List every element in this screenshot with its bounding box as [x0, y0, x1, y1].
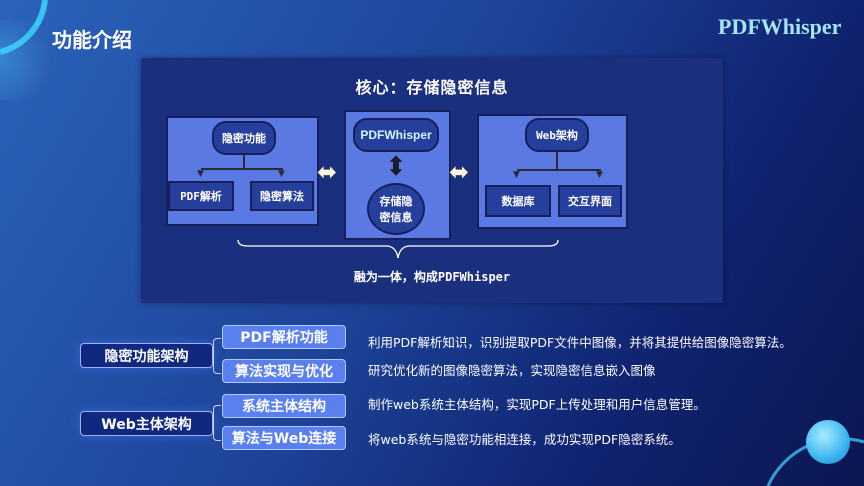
diagram-title: 核心：存储隐密信息	[355, 78, 509, 97]
connector	[517, 169, 601, 171]
category-web-architecture: Web主体架构	[80, 411, 213, 436]
brace-icon	[237, 239, 559, 259]
item-description: 利用PDF解析知识，识别提取PDF文件中图像，并将其提供给图像隐密算法。	[368, 335, 792, 350]
decorative-ring	[0, 0, 48, 55]
category-privacy-architecture: 隐密功能架构	[80, 343, 213, 368]
item-description: 研究优化新的图像隐密算法，实现隐密信息嵌入图像	[368, 363, 656, 378]
diagram-caption: 融为一体，构成PDFWhisper	[353, 270, 511, 284]
bracket	[213, 405, 221, 441]
web-architecture-node: Web架构	[525, 118, 589, 152]
pdf-parse-node: PDF解析	[168, 181, 234, 211]
database-node: 数据库	[485, 185, 551, 217]
vertical-double-arrow-icon: ⬍	[385, 152, 407, 182]
item-description: 制作web系统主体结构，实现PDF上传处理和用户信息管理。	[368, 397, 706, 412]
item-algorithm-web-connection: 算法与Web连接	[222, 426, 346, 450]
brand-logo: PDFWhisper	[718, 14, 842, 39]
double-arrow-icon: ⬌	[317, 158, 338, 186]
connector	[243, 155, 245, 169]
center-logo: PDFWhisper	[353, 118, 439, 152]
decorative-sphere	[806, 420, 850, 464]
page-title: 功能介绍	[52, 30, 132, 52]
bracket	[213, 338, 221, 374]
item-algorithm-optimization: 算法实现与优化	[222, 359, 346, 383]
arrow-down-icon: ▼	[513, 170, 520, 180]
diagram-panel: 核心：存储隐密信息 隐密功能 ▼ ▼ PDF解析 隐密算法 ⬌ PDFWhisp…	[141, 58, 723, 303]
connector	[556, 152, 558, 170]
item-pdf-parse: PDF解析功能	[222, 325, 346, 349]
decorative-glow	[0, 20, 60, 100]
arrow-down-icon: ▼	[197, 169, 204, 179]
connector	[201, 168, 283, 170]
double-arrow-icon: ⬌	[449, 158, 470, 186]
arrow-down-icon: ▼	[596, 170, 603, 180]
item-description: 将web系统与隐密功能相连接，成功实现PDF隐密系统。	[368, 432, 681, 447]
privacy-algorithm-node: 隐密算法	[250, 181, 314, 211]
ui-node: 交互界面	[558, 185, 622, 217]
store-info-node: 存储隐密信息	[367, 183, 425, 235]
privacy-function-node: 隐密功能	[212, 121, 276, 155]
item-system-structure: 系统主体结构	[222, 394, 346, 418]
arrow-down-icon: ▼	[278, 169, 285, 179]
